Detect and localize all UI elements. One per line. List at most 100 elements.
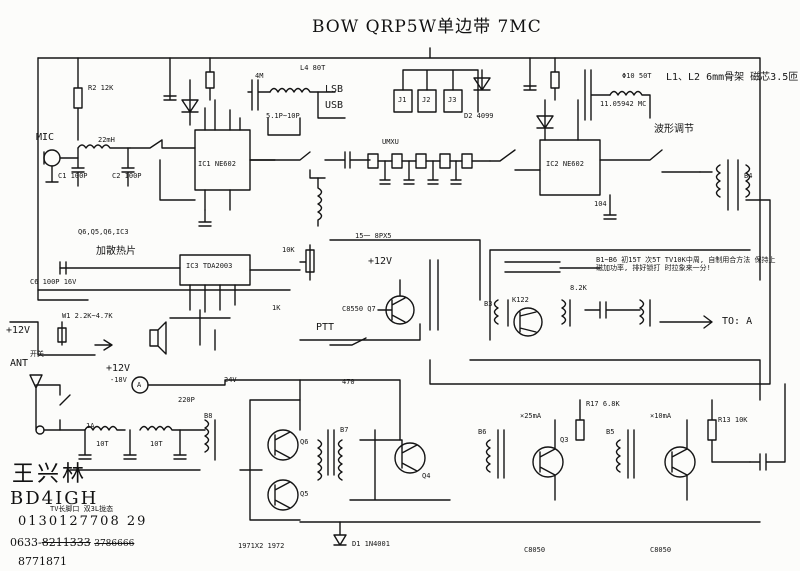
vco-l-label: L4 80T (300, 64, 326, 72)
b1-transformer (639, 299, 713, 329)
plus12v-top-label: +12V (368, 256, 393, 267)
vco-freq-label: 4M (255, 72, 264, 80)
c6-label: C6 100P 16V (30, 278, 77, 286)
q4-label: Q4 (422, 472, 431, 480)
r1-resistor (205, 57, 215, 101)
b6-transformer (485, 429, 505, 479)
l4-inductor (269, 87, 319, 93)
b5-transformer (615, 429, 635, 479)
r-network-right (504, 261, 601, 273)
r-470-label: 470 (342, 378, 355, 386)
lsb-usb-switch (317, 91, 346, 119)
phone2-after: 3786666 (94, 539, 135, 549)
c-220p-label: 220P (178, 396, 195, 404)
relay-block (393, 69, 491, 113)
c-104-label: 104 (594, 200, 607, 208)
d1-label: D1 1N4001 (352, 540, 390, 548)
ptt-switch (329, 337, 367, 346)
q7-leads (377, 279, 406, 323)
d2-diode (473, 69, 491, 91)
coils-note: L1、L2 6mm骨架 磁芯3.5匝 (666, 72, 799, 83)
r-1k-label: 1K (272, 304, 281, 312)
q1-fet (513, 307, 543, 337)
q5-label: Q5 (300, 490, 309, 498)
current-q2-label: ×10mA (650, 412, 672, 420)
c8-capacitor (523, 57, 537, 91)
r13-resistor (707, 399, 751, 463)
ic1-pins-top (204, 99, 241, 131)
pa-note: 1971X2 1972 (238, 542, 285, 550)
q-note-label: Q6,Q5,Q6,IC3 (78, 228, 129, 236)
author-phone: 0130127708 29 (18, 514, 148, 529)
to-a-note: TO: A (722, 316, 753, 327)
schematic-title: BOW QRP5W单边带 7MC (312, 17, 542, 37)
r2-resistor (73, 57, 83, 141)
c25-capacitor (159, 159, 212, 227)
top-rail-wire (37, 47, 761, 281)
c36-capacitor (163, 57, 177, 101)
j2-label: J2 (422, 96, 431, 104)
ic3-label: IC3 TDA2003 (186, 262, 233, 270)
ant-label: ANT (10, 358, 29, 369)
q5-transistor (267, 479, 299, 511)
b4-label: B4 (744, 172, 753, 180)
pa-leads (274, 431, 291, 509)
mic-symbol (43, 149, 79, 183)
mic-label: MIC (36, 132, 55, 143)
l3-label: Φ10 50T (622, 72, 652, 80)
q1-part-label: C8050 (524, 546, 546, 554)
j2p-switch (599, 149, 701, 173)
author-phone-note: TV长脚口 双3L拢态 (50, 505, 114, 513)
dz1-diode (181, 79, 199, 126)
meter-label: A (137, 381, 142, 389)
q3-label: Q3 (560, 436, 569, 444)
r13-label: R13 10K (718, 416, 748, 424)
author-callsign: BD4IGH (10, 488, 99, 509)
r-10k-label: 10K (282, 246, 295, 254)
l2-turns-label: 10T (96, 440, 109, 448)
vco-caps (267, 117, 301, 136)
ic2-label: IC2 NE602 (546, 160, 584, 168)
lpf-caps (78, 429, 187, 460)
phone2-prefix: 0633- (10, 536, 42, 549)
q4-wiring (349, 429, 451, 501)
q4-leads (401, 444, 418, 472)
j1-label: J1 (398, 96, 407, 104)
l3-inductor (609, 90, 651, 119)
q2-part-label: C8050 (650, 546, 672, 554)
current-q1-label: ×25mA (520, 412, 542, 420)
to-a-arrow (94, 339, 113, 351)
j1p-switch (249, 151, 326, 179)
j1-switch (129, 139, 196, 149)
b8-label: B8 (204, 412, 213, 420)
author-phone2: 0633-8211333 3786666 (10, 536, 134, 549)
ant-connector (35, 425, 45, 435)
b7-transformer (317, 429, 343, 481)
q2-transistor (664, 446, 696, 478)
crystal-filter-label: UMXU (382, 138, 399, 146)
d2-label: D2 4099 (464, 112, 494, 120)
fuse-label: 1A (86, 422, 95, 430)
t1-t2-wires (429, 259, 439, 331)
d1-diode (333, 521, 347, 546)
q4-transistor (394, 442, 426, 474)
j3-label: J3 (448, 96, 457, 104)
speaker-symbol (149, 321, 167, 355)
b7-label: B7 (340, 426, 349, 434)
l1-turns-label: 10T (150, 440, 163, 448)
phone2-struck: 8211333 (41, 536, 91, 549)
ptt-label: PTT (316, 322, 335, 333)
mid-wire (37, 239, 481, 301)
pa-supply-wires (299, 359, 761, 441)
antenna-symbol (29, 374, 43, 431)
r-ic2 (550, 57, 560, 101)
b2-transformer (561, 299, 641, 327)
plus12v-left-label: +12V (6, 325, 31, 336)
c38-capacitor (749, 383, 786, 471)
vco-c-label: 5.1P~10P (266, 112, 300, 120)
l6-inductor (77, 144, 131, 149)
transformer-note: B1~B6 初15T 次5T TV10K中周, 自制用合方法 保持上磁加功率, … (596, 256, 776, 272)
ant-switch-note: 开关 (30, 350, 44, 358)
r17-resistor (575, 399, 585, 441)
